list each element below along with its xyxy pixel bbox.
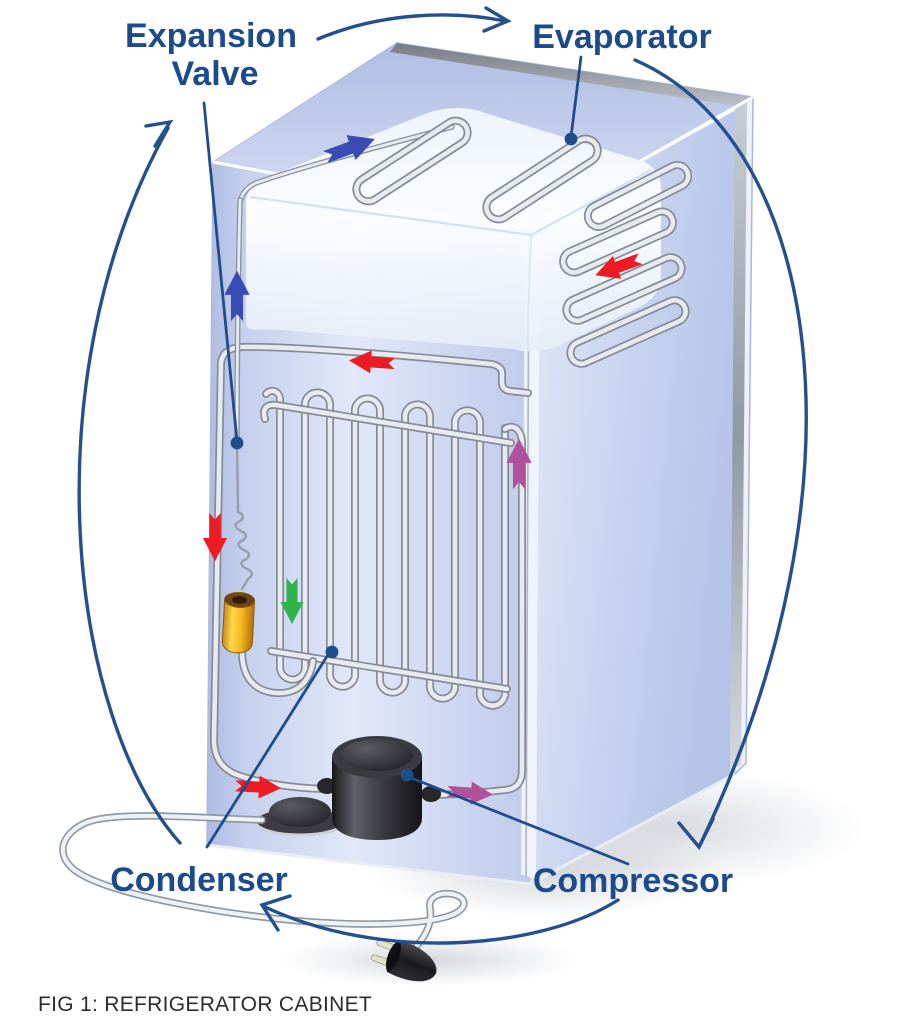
expansion-valve-pointer	[202, 101, 239, 443]
cabinet-top-strip	[390, 43, 753, 107]
evaporator-coil	[352, 116, 693, 368]
compressor-to-condenser-arc	[261, 898, 620, 945]
figure-caption: FIG 1: REFRIGERATOR CABINET	[38, 993, 372, 1016]
cabinet-side-strip	[730, 101, 747, 771]
labels: Expansion Valve Evaporator Condenser Com…	[38, 17, 733, 1016]
compressor-label: Compressor	[533, 862, 733, 900]
power-plug	[370, 939, 437, 982]
evaporator-label: Evaporator	[532, 18, 712, 56]
pointer-lines	[202, 55, 630, 866]
evaporator-pointer	[569, 55, 583, 139]
compressor-mount-dome	[269, 797, 331, 827]
condenser-label: Condenser	[110, 861, 288, 899]
expansion-valve-capillary	[234, 197, 254, 591]
compressor-stub-right	[421, 786, 441, 802]
expansion-valve-label-line2: Valve	[172, 55, 259, 93]
cycle-arrows	[77, 6, 808, 945]
condenser-coil	[260, 386, 515, 710]
compressor-body	[332, 757, 422, 840]
filter-drier	[221, 591, 256, 654]
expansion-valve-to-evaporator-arc	[316, 13, 507, 41]
evaporator-unit	[237, 108, 693, 368]
compressor-pointer	[407, 775, 630, 866]
condenser-pointer	[205, 648, 333, 849]
condenser-to-expansion-valve-arc	[77, 126, 182, 845]
evaporator-to-compressor-arc	[633, 58, 808, 847]
evaporator-box	[246, 108, 661, 352]
expansion-valve-label-line1: Expansion	[125, 17, 297, 55]
